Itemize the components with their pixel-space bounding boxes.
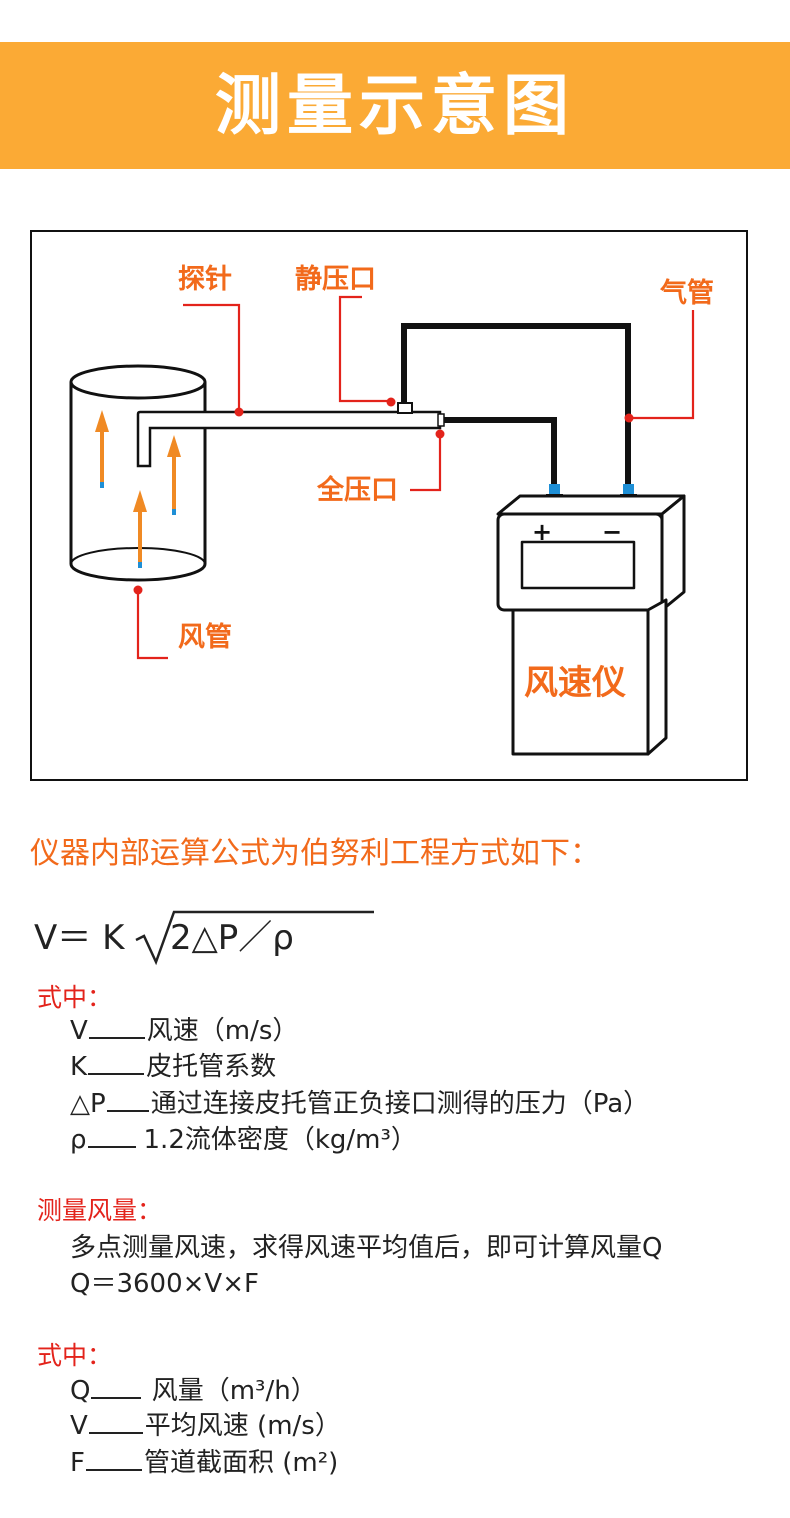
legend-desc: 管道截面积 (m²) [143,1448,339,1478]
header-banner: 测量示意图 [0,42,790,169]
legend-row: Q 风量（m³/h） [70,1378,317,1404]
formula-intro: 仪器内部运算公式为伯努利工程方式如下： [30,836,600,871]
section2-title: 测量风量： [37,1196,163,1225]
legend-desc: 风量（m³/h） [143,1376,317,1406]
legend-underline [88,1073,145,1075]
minus-terminal-label: − [602,518,623,546]
anemometer-device [496,494,686,756]
section1-title: 式中： [37,983,113,1012]
legend-desc: 1.2流体密度（kg/m³） [143,1125,417,1155]
arrow-tails [100,482,176,568]
radical-sign [135,910,374,966]
airflow-description: 多点测量风速，求得风速平均值后，即可计算风量Q [70,1233,663,1263]
legend-symbol: F [70,1448,85,1478]
leader-dots [133,397,634,595]
label-leaders [136,295,695,660]
legend-row: V 风速（m/s） [70,1018,298,1044]
air-tube-label: 气管 [660,278,714,309]
legend-desc: 通过连接皮托管正负接口测得的压力（Pa） [150,1089,650,1119]
airflow-arrows [95,410,181,568]
legend-symbol: ρ [70,1125,87,1155]
legend-symbol: Q [70,1376,91,1406]
legend-desc: 皮托管系数 [146,1052,277,1082]
static-port-label: 静压口 [295,264,376,295]
legend-desc: 平均风速 (m/s） [144,1411,341,1441]
airflow-formula: Q＝3600×V×F [70,1269,259,1299]
measurement-diagram: 探针 静压口 气管 全压口 风管 + − 风速仪 [30,230,748,781]
legend-underline [87,1146,136,1148]
legend-row: K 皮托管系数 [70,1054,276,1080]
legend-underline [91,1397,142,1399]
legend-underline [85,1469,142,1471]
pitot-tube [136,402,445,468]
legend-symbol: K [70,1052,88,1082]
probe-label: 探针 [178,264,232,295]
formula-radicand: 2△P／ρ [170,918,294,958]
plus-terminal-label: + [532,518,553,546]
page-title: 测量示意图 [215,67,575,144]
diagram-drawing [69,295,695,756]
legend-underline [88,1037,145,1039]
legend-row: F 管道截面积 (m²) [70,1450,338,1476]
section3-title: 式中： [37,1341,113,1370]
meter-label: 风速仪 [524,663,626,703]
legend-symbol: V [70,1411,88,1441]
legend-symbol: △P [70,1089,106,1119]
legend-row: △P 通过连接皮托管正负接口测得的压力（Pa） [70,1091,649,1117]
legend-underline [106,1110,149,1112]
legend-row: V 平均风速 (m/s） [70,1413,341,1439]
legend-underline [88,1432,143,1434]
air-tubing [401,323,631,486]
legend-symbol: V [70,1016,88,1046]
legend-row: ρ 1.2流体密度（kg/m³） [70,1127,417,1153]
legend-desc: 风速（m/s） [146,1016,299,1046]
total-port-label: 全压口 [317,475,398,506]
duct-label: 风管 [178,622,232,653]
duct-cylinder [69,364,207,582]
formula-lhs: V＝ K [34,918,125,958]
